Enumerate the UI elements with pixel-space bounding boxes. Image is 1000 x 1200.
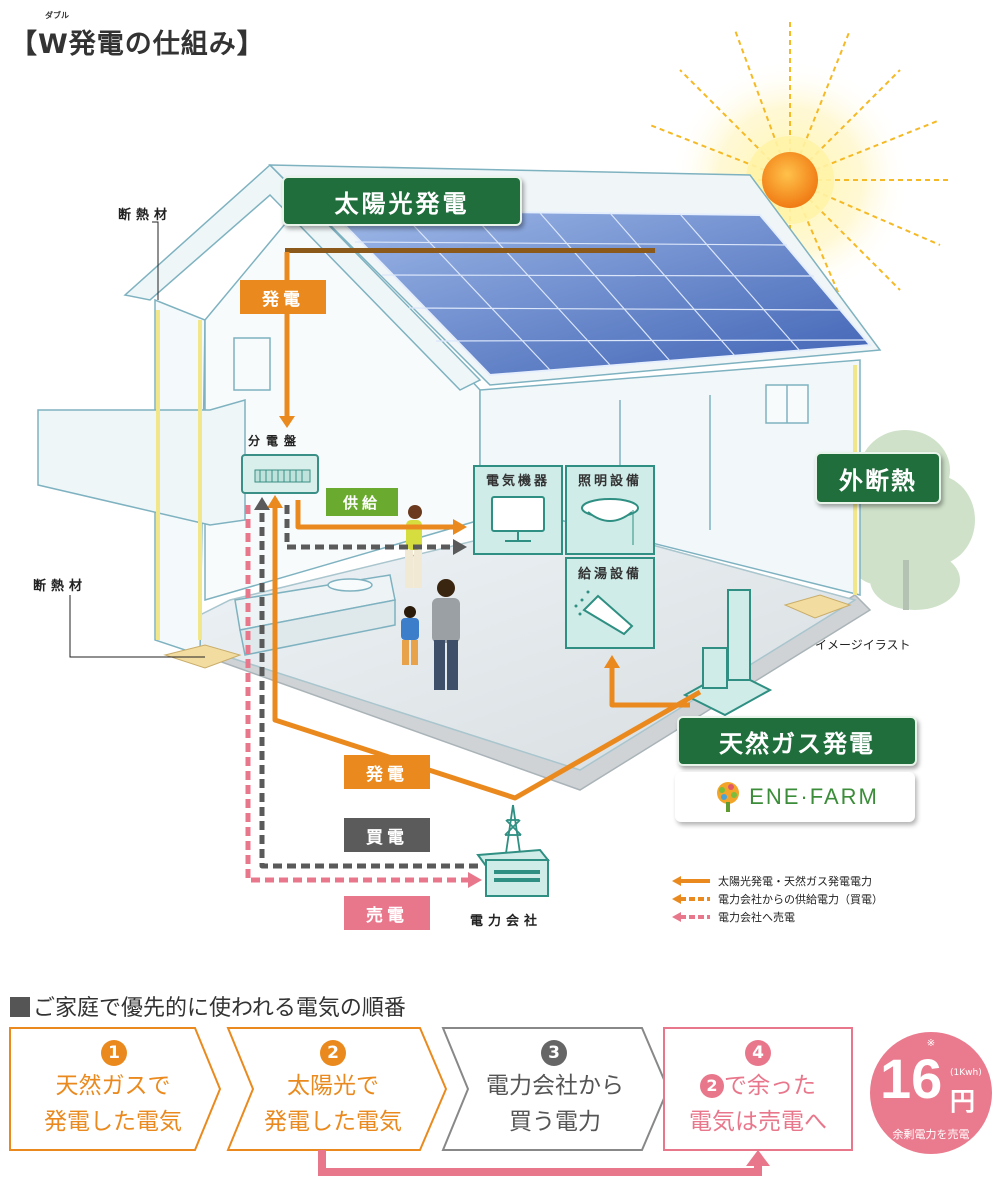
- title-ruby: ダブル: [45, 11, 69, 20]
- appliances-box: [473, 465, 563, 555]
- flow-supply: [295, 500, 455, 530]
- step-4-line-1-text: で余った: [724, 1073, 816, 1099]
- flow-gas-hot-water: [609, 665, 690, 708]
- hot-water-box: [565, 557, 655, 649]
- surplus-flow-arrow: [318, 1150, 762, 1176]
- step-2-text: 太陽光で 発電した電気: [238, 1068, 428, 1140]
- ene-farm-tree-icon: [717, 782, 740, 812]
- flow-buy: [259, 508, 478, 869]
- sell-price-badge: ※ 16 (1Kwh) 円 余剰電力を売電: [870, 1032, 992, 1154]
- flow-tag-generation-bottom: 発電: [344, 755, 430, 789]
- distribution-board-icon: [241, 454, 319, 494]
- price-caption: 余剰電力を売電: [892, 1128, 970, 1141]
- step-1-line-2: 発電した電気: [44, 1109, 182, 1135]
- ene-farm-logo: ENE·FARM: [675, 772, 915, 822]
- legend-pink-dashed-arrow-icon: [672, 912, 710, 922]
- order-heading-text: ご家庭で優先的に使われる電気の順番: [33, 996, 406, 1021]
- flow-arrowhead-appliances: [453, 519, 467, 535]
- flow-tag-generation-top: 発電: [240, 280, 326, 314]
- image-note: イメージイラスト: [815, 638, 911, 652]
- family-icon: [401, 505, 460, 690]
- flow-arrowhead-sell: [468, 872, 482, 888]
- step-1-number: 1: [101, 1040, 127, 1066]
- legend: 太陽光発電・天然ガス発電電力 電力会社からの供給電力（買電） 電力会社へ売電: [672, 872, 883, 926]
- outer-insulation-label: 外断熱: [815, 452, 941, 504]
- legend-label: 太陽光発電・天然ガス発電電力: [718, 875, 872, 888]
- insulation-top-leader: [152, 221, 159, 300]
- step-1-line-1: 天然ガスで: [55, 1073, 171, 1099]
- lighting-label: 照明設備: [577, 474, 642, 489]
- legend-item-buy: 電力会社からの供給電力（買電）: [672, 890, 883, 908]
- power-company-building-icon: [476, 848, 550, 897]
- step-2-line-1: 太陽光で: [287, 1073, 379, 1099]
- legend-solid-arrow-icon: [672, 876, 710, 886]
- flow-tag-buy: 買電: [344, 818, 430, 852]
- solar-generation-label: 太陽光発電: [282, 176, 522, 226]
- step-2-chevron: [226, 1027, 448, 1151]
- price-unit-small: (1Kwh): [950, 1068, 982, 1078]
- price-value: 16: [880, 1047, 943, 1110]
- flow-arrowhead-board: [279, 416, 295, 428]
- house-illustration: [37, 20, 975, 897]
- insulation-bottom-leader: [69, 595, 205, 658]
- order-steps-chevrons: [9, 1027, 853, 1176]
- step-3-chevron: [441, 1027, 670, 1151]
- title-text: 【W発電の仕組み】: [10, 29, 265, 60]
- legend-label: 電力会社からの供給電力（買電）: [718, 893, 883, 906]
- step-1-text: 天然ガスで 発電した電気: [18, 1068, 208, 1140]
- flow-arrowhead-gas-board: [267, 495, 283, 508]
- legend-label: 電力会社へ売電: [718, 911, 795, 924]
- order-heading: ご家庭で優先的に使われる電気の順番: [10, 990, 406, 1022]
- insulation-bottom-label: 断熱材: [33, 579, 88, 594]
- flow-arrowhead-buy-board: [254, 497, 270, 510]
- legend-item-sell: 電力会社へ売電: [672, 908, 883, 926]
- solar-output-line: [285, 248, 655, 253]
- page-title: ダブル 【W発電の仕組み】: [10, 11, 265, 61]
- surplus-arrowhead-icon: [746, 1150, 770, 1166]
- insulation-top-label: 断熱材: [118, 208, 173, 223]
- heading-square-icon: [10, 997, 30, 1017]
- price-note-mark: ※: [926, 1038, 936, 1049]
- gas-generation-label: 天然ガス発電: [677, 716, 917, 766]
- step-3-line-2: 買う電力: [509, 1109, 601, 1135]
- lighting-box: [565, 465, 655, 555]
- flow-tag-sell: 売電: [344, 896, 430, 930]
- flow-tag-supply: 供給: [326, 488, 398, 516]
- flow-arrowhead-buy-appliances: [453, 539, 467, 555]
- ene-farm-unit-icon: [682, 589, 773, 717]
- step-4-chevron: [663, 1027, 853, 1151]
- appliances-label: 電気機器: [485, 474, 550, 489]
- step-4-number: 4: [745, 1040, 771, 1066]
- distribution-board-label: 分電盤: [248, 434, 303, 448]
- step-2-number: 2: [320, 1040, 346, 1066]
- step-2-line-2: 発電した電気: [264, 1109, 402, 1135]
- flow-sell: [245, 505, 470, 883]
- hot-water-label: 給湯設備: [577, 567, 642, 582]
- legend-item-solar-gas: 太陽光発電・天然ガス発電電力: [672, 872, 883, 890]
- step-4-line-2: 電気は売電へ: [689, 1109, 827, 1135]
- insulation-block-right: [783, 594, 852, 619]
- power-company-label: 電力会社: [470, 914, 543, 929]
- step-4-inline-number: 2: [700, 1074, 724, 1098]
- step-3-line-1: 電力会社から: [486, 1073, 624, 1099]
- step-1-chevron: [9, 1027, 222, 1151]
- price-unit: 円: [950, 1087, 976, 1116]
- step-3-number: 3: [541, 1040, 567, 1066]
- legend-dashed-arrow-icon: [672, 894, 710, 904]
- flow-arrowhead-hot-water: [604, 655, 620, 668]
- flow-buy-supply: [284, 505, 455, 550]
- step-3-text: 電力会社から 買う電力: [455, 1068, 655, 1140]
- ene-farm-logo-text: ENE·FARM: [749, 784, 879, 809]
